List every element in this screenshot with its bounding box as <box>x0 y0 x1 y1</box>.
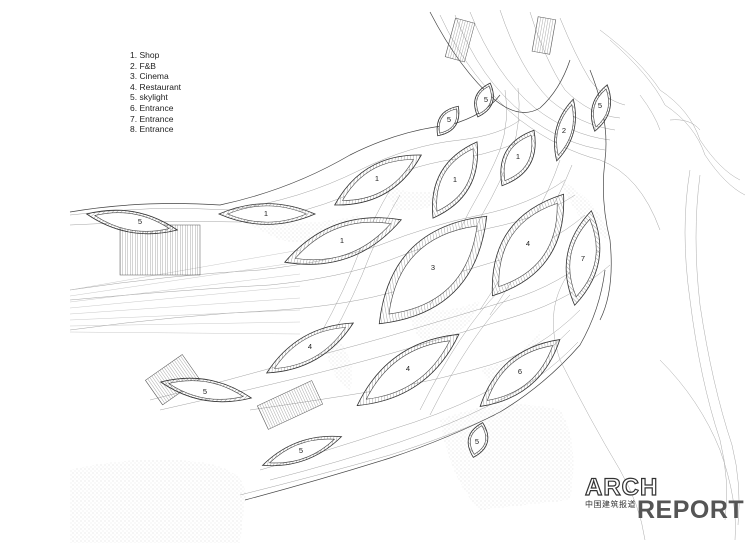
room-number-label: 5 <box>475 437 479 446</box>
legend-item: 2. F&B <box>130 60 156 71</box>
room-number-label: 1 <box>453 175 457 184</box>
room-number-label: 2 <box>562 126 566 135</box>
room-lens <box>467 422 489 458</box>
watermark-chinese: 中国建筑报道 <box>585 500 636 509</box>
room-number-label: 5 <box>138 217 142 226</box>
legend-item: 1. Shop <box>130 50 160 60</box>
room-number-label: 4 <box>406 364 410 373</box>
room-number-label: 1 <box>375 174 379 183</box>
watermark-logo: ARCH 中国建筑报道 REPORT <box>584 474 745 526</box>
room-number-label: 1 <box>264 209 268 218</box>
room-number-label: 5 <box>203 387 207 396</box>
room-lenses: 5 5 2 5 1 1 1 5 1 1 3 4 7 4 4 6 5 5 5 <box>85 82 611 467</box>
room-number-label: 4 <box>308 342 312 351</box>
room-number-label: 4 <box>526 239 530 248</box>
room-number-label: 6 <box>518 367 522 376</box>
legend-item: 8. Entrance <box>130 124 174 135</box>
room-lens <box>334 154 422 206</box>
room-lens <box>432 141 478 219</box>
room-lens <box>500 129 536 187</box>
room-lens <box>378 215 488 325</box>
legend-item: 7. Entrance <box>130 113 174 124</box>
coast-line <box>553 29 746 541</box>
room-number-label: 1 <box>340 236 344 245</box>
legend-item: 3. Cinema <box>130 71 169 82</box>
room-number-label: 5 <box>598 101 602 110</box>
room-lens <box>591 84 611 132</box>
room-number-label: 1 <box>516 152 520 161</box>
room-lens <box>479 339 561 407</box>
room-lens <box>491 193 565 297</box>
room-number-label: 7 <box>581 254 585 263</box>
room-number-label: 5 <box>484 95 488 104</box>
room-number-label: 5 <box>299 446 303 455</box>
legend-item: 4. Restaurant <box>130 81 182 92</box>
room-lens <box>356 333 460 407</box>
legend-item: 5. skylight <box>130 92 168 103</box>
room-lens <box>474 82 494 118</box>
room-lens <box>565 210 601 306</box>
legend-item: 6. Entrance <box>130 102 174 113</box>
room-lens <box>261 435 343 467</box>
room-number-label: 5 <box>447 115 451 124</box>
watermark-report: REPORT <box>637 496 745 524</box>
room-lens <box>283 217 403 265</box>
watermark-arch: ARCH <box>584 474 659 501</box>
room-lens <box>554 98 576 162</box>
room-lens <box>85 209 179 235</box>
room-lens <box>159 377 253 403</box>
room-lens <box>436 105 460 137</box>
room-number-label: 3 <box>431 263 435 272</box>
room-lens <box>217 203 317 225</box>
